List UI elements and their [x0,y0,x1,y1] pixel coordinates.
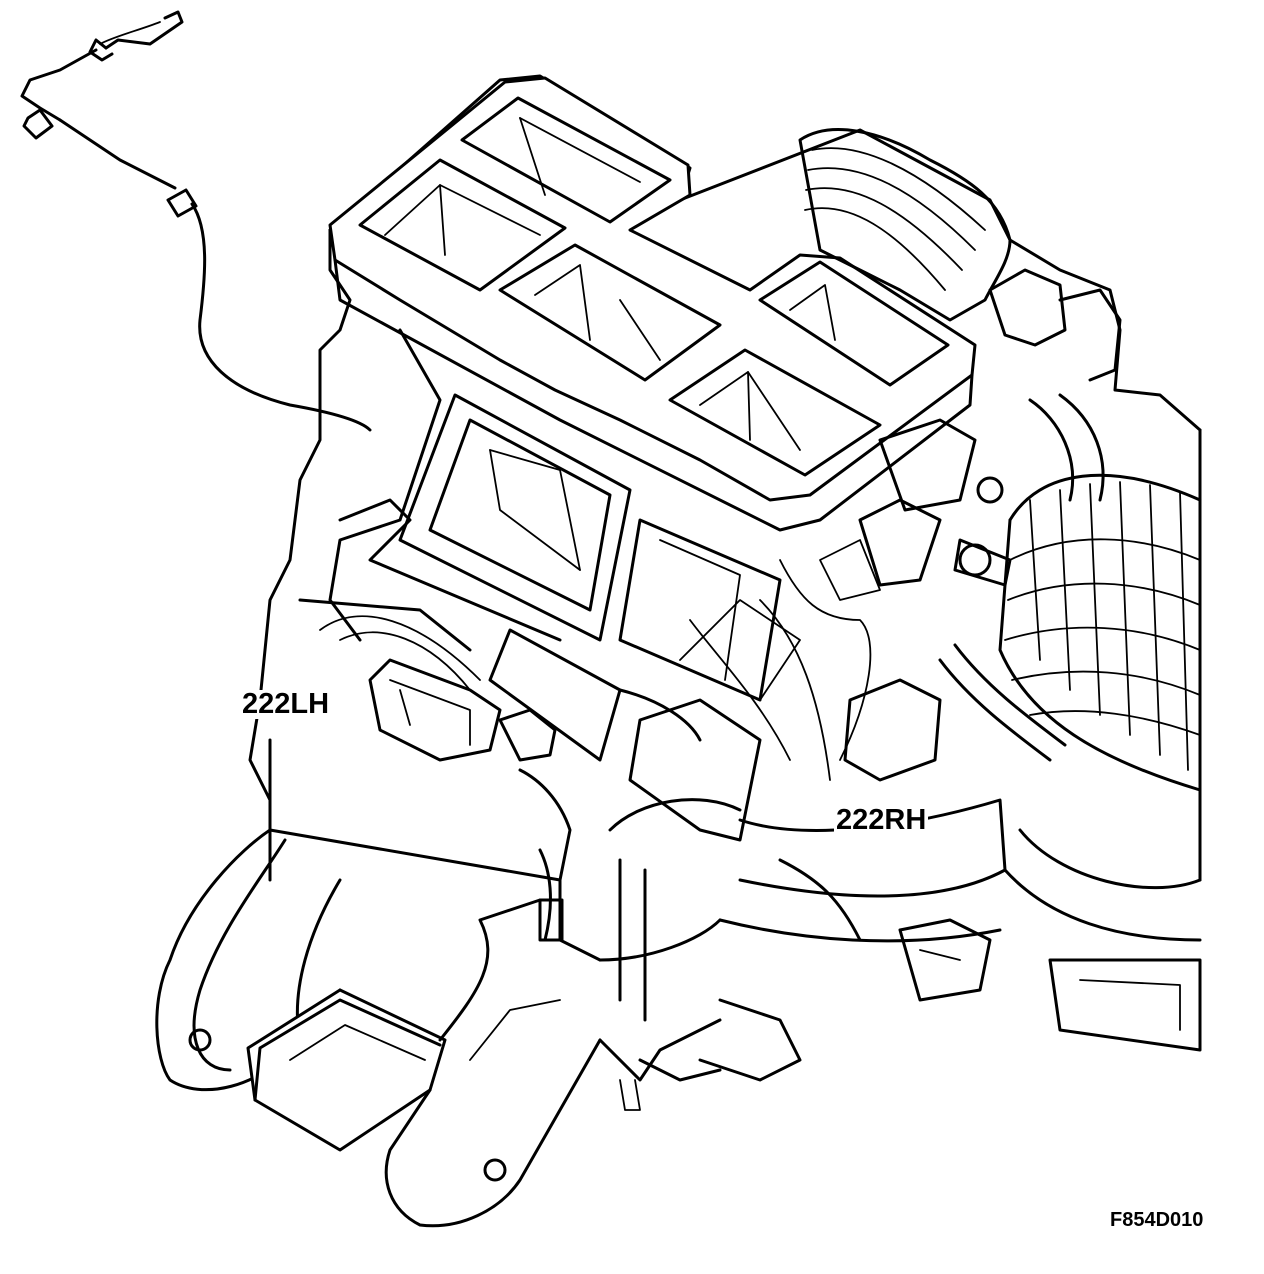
floor-ducts [157,740,740,1226]
sensor-cable [22,12,370,430]
blower-housing [800,130,1200,790]
right-lower-housing [520,770,1200,1110]
callout-222lh: 222LH [240,688,332,720]
upper-outlet-grille [330,78,975,530]
figure-reference: F854D010 [1110,1209,1204,1231]
mode-door-housing [300,330,1010,840]
callout-222rh: 222RH [834,804,929,836]
